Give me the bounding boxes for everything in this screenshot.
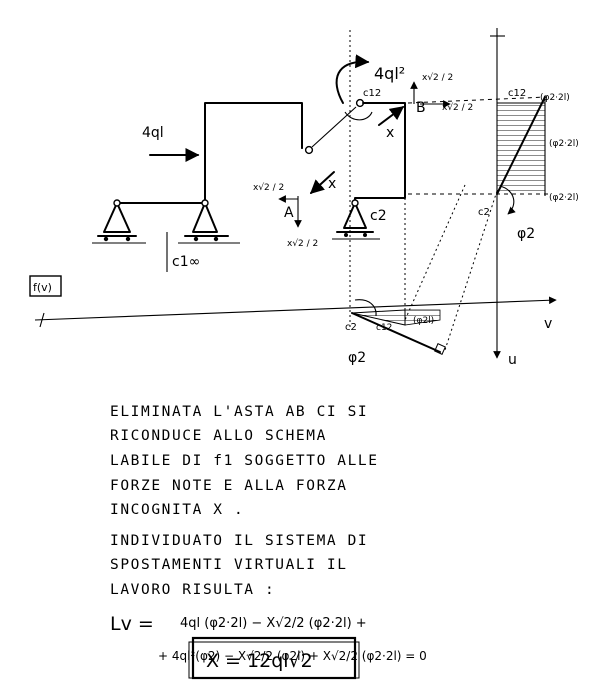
axis-v-label: v [544, 316, 552, 332]
c12-top-label: c12 [363, 88, 381, 99]
support-left-hinge [92, 199, 146, 244]
note-line-7: SPOSTAMENTI VIRTUALI IL [110, 557, 348, 573]
displacement-diagram-right: c12 (φ2·2l) (φ2·2l) (φ2·2l) c2 φ2 [478, 88, 579, 242]
force-x-at-a: x A x√2 / 2 x√2 / 2 [253, 171, 336, 249]
note-line-2: RICONDUCE ALLO SCHEMA [110, 428, 327, 444]
note-line-4: FORZE NOTE E ALLA FORZA [110, 478, 348, 494]
point-b-label: B [416, 100, 426, 116]
f-v-box: f(v) [29, 275, 62, 297]
c2-right-label: c2 [478, 207, 490, 218]
horizontal-force-arrow: 4ql [142, 125, 200, 162]
x-component-c: x√2 / 2 [422, 72, 453, 83]
axis-u-label: u [508, 352, 517, 368]
x-component-a: x√2 / 2 [253, 182, 284, 193]
f-v-label: f(v) [33, 281, 52, 294]
c12-right-label: c12 [508, 88, 526, 99]
c1-infinity-label: c1∞ [172, 254, 200, 270]
displacement-diagram-bottom: c2 c12 (φ2l) φ2 [345, 299, 446, 366]
support-middle-hinge [178, 199, 240, 244]
notes-block: ELIMINATA L'ASTA AB CI SI RICONDUCE ALLO… [110, 404, 379, 598]
moment-load: 4ql² c12 [335, 54, 405, 121]
equation-line-2: + 4ql²(φ2) − X√2/2 (φ2l) + X√2/2 (φ2·2l)… [158, 649, 427, 663]
x-label-b: x [386, 125, 394, 141]
work-equation: Lv = 4ql (φ2·2l) − X√2/2 (φ2·2l) + + 4ql… [110, 613, 427, 680]
construction-lines [349, 30, 548, 351]
phi2-bottom-label: φ2 [348, 350, 366, 366]
x-component-b: x√2 / 2 [287, 238, 318, 249]
disp-bottom-label: (φ2l) [413, 316, 434, 326]
horizontal-force-label: 4ql [142, 125, 164, 141]
disp-bot-label: (φ2·2l) [549, 193, 579, 203]
right-body [354, 102, 406, 204]
disp-mid-label: (φ2·2l) [549, 139, 579, 149]
x-component-d: x√2 / 2 [442, 102, 473, 113]
force-x-at-b: x B x√2 / 2 x√2 / 2 [378, 72, 473, 141]
note-line-8: LAVORO RISULTA : [110, 582, 275, 598]
frame-structure [116, 102, 303, 204]
c12-bottom-label: c12 [376, 323, 392, 333]
note-line-6: INDIVIDUATO IL SISTEMA DI [110, 533, 368, 549]
moment-label: 4ql² [374, 64, 405, 83]
note-line-3: LABILE DI f1 SOGGETTO ALLE [110, 453, 379, 469]
equation-lhs: Lv = [110, 613, 154, 635]
axis-v: v [34, 296, 557, 332]
phi2-right-label: φ2 [517, 226, 535, 242]
disp-top-label: (φ2·2l) [540, 93, 570, 103]
link-bar-ab [304, 98, 365, 155]
support-c2: c2 [332, 199, 387, 240]
x-label-a: x [328, 176, 336, 192]
equation-line-1: 4ql (φ2·2l) − X√2/2 (φ2·2l) + [180, 616, 367, 631]
note-line-1: ELIMINATA L'ASTA AB CI SI [110, 404, 368, 420]
point-a-label: A [284, 205, 294, 221]
note-line-5: INCOGNITA X . [110, 502, 244, 518]
c1-infinity-marker: c1∞ [166, 232, 200, 272]
equation-result: X = 12ql√2 [206, 650, 313, 672]
c2-bottom-label: c2 [345, 322, 357, 333]
c2-support-label: c2 [370, 208, 387, 224]
